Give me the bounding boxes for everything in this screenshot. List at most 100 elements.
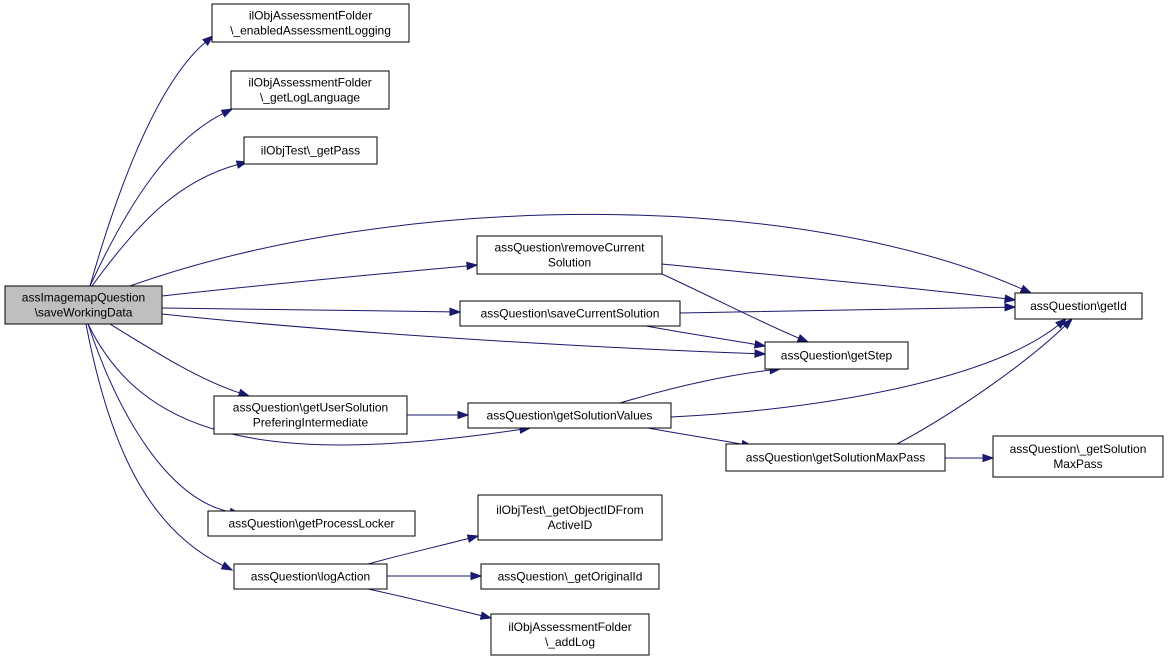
node-label-line: assQuestion\saveCurrentSolution [481, 307, 660, 321]
node-saveCurrentSolution[interactable]: assQuestion\saveCurrentSolution [459, 300, 681, 327]
edge-arrowhead [753, 339, 767, 349]
edge-arrowhead [449, 307, 462, 317]
node-box [490, 613, 650, 656]
node-label-line: assQuestion\logAction [251, 570, 370, 584]
edge-line [161, 307, 452, 313]
edge-line [91, 163, 239, 287]
node-label-line: ilObjAssessmentFolder [249, 9, 372, 23]
node-enabledLogging[interactable]: ilObjAssessmentFolder\_enabledAssessment… [211, 3, 410, 43]
node-label-line: assQuestion\getProcessLocker [228, 517, 394, 531]
edge-arrowhead [1004, 294, 1017, 303]
edge-line [896, 324, 1066, 445]
edge-root-to-getUserSolutionPI [109, 323, 251, 397]
node-label-line: assQuestion\_getOriginalId [498, 570, 643, 584]
node-label-line: \_addLog [545, 635, 595, 649]
edge-line [161, 265, 469, 297]
edge-line [367, 588, 483, 617]
edge-root-to-enabledLogging [89, 35, 215, 287]
edge-removeCurrentSolution-to-getStep [661, 273, 810, 343]
edge-arrowhead [202, 35, 215, 47]
edge-line [85, 323, 225, 567]
edge-line [129, 213, 1023, 290]
edge-logAction-to-getObjectIDFromActiveID [367, 534, 480, 565]
node-label-line: MaxPass [1053, 457, 1102, 471]
node-root[interactable]: assImagemapQuestion\saveWorkingData [4, 285, 163, 325]
edge-root-to-logAction [85, 323, 234, 571]
node-box [211, 3, 410, 43]
edge-saveCurrentSolution-to-getStep [645, 325, 767, 349]
node-getSolutionMaxPass[interactable]: assQuestion\getSolutionMaxPass [725, 443, 946, 472]
edge-logAction-to-addLog [367, 588, 493, 620]
edge-arrowhead [479, 611, 493, 620]
edge-arrowhead [754, 349, 767, 358]
edge-arrowhead [470, 571, 483, 581]
edge-line [679, 306, 1007, 314]
edge-root-to-getPass [91, 160, 249, 287]
edge-arrowhead [796, 333, 810, 343]
edge-root-to-saveCurrentSolution [161, 307, 462, 317]
node-label-line: \saveWorkingData [35, 306, 133, 320]
node-box [477, 494, 663, 541]
edge-arrowhead [220, 561, 234, 571]
node-label-line: Solution [548, 256, 591, 270]
node-box [480, 563, 660, 590]
node-getLogLanguage[interactable]: ilObjAssessmentFolder\_getLogLanguage [230, 70, 390, 110]
edge-arrowhead [220, 108, 234, 118]
node-box [725, 443, 946, 472]
edge-arrowhead [1019, 284, 1033, 294]
node-getSolutionMaxPassStatic[interactable]: assQuestion\_getSolutionMaxPass [992, 435, 1164, 478]
edge-line [367, 537, 470, 565]
node-label-line: ilObjAssessmentFolder [248, 76, 371, 90]
node-label-line: assQuestion\getSolutionValues [487, 409, 653, 423]
node-getStep[interactable]: assQuestion\getStep [764, 341, 909, 370]
node-logAction[interactable]: assQuestion\logAction [233, 563, 388, 590]
node-label-line: \_getLogLanguage [260, 91, 360, 105]
node-box [243, 136, 378, 165]
edge-getSolutionMaxPass-to-getId [896, 317, 1074, 445]
node-box [992, 435, 1164, 478]
node-label-line: ilObjAssessmentFolder [508, 620, 631, 634]
edge-getUserSolutionPI-to-getSolutionValues [407, 410, 470, 420]
edge-line [661, 273, 800, 339]
edge-line [89, 41, 207, 287]
node-getPass[interactable]: ilObjTest\_getPass [243, 136, 378, 165]
edge-line [89, 112, 225, 287]
node-label-line: assQuestion\_getSolution [1010, 442, 1147, 456]
node-box [1014, 292, 1143, 320]
node-box [764, 341, 909, 370]
edge-arrowhead [466, 534, 480, 543]
node-box [4, 285, 163, 325]
edge-getSolutionValues-to-getStep [619, 365, 782, 404]
edge-arrowhead [237, 388, 251, 397]
edge-root-to-removeCurrentSolution [161, 261, 479, 297]
node-label-line: assQuestion\getId [1030, 299, 1127, 313]
node-getUserSolutionPI[interactable]: assQuestion\getUserSolutionPreferingInte… [213, 395, 408, 435]
edge-arrowhead [982, 453, 995, 463]
edges-layer [85, 35, 1074, 620]
edge-removeCurrentSolution-to-getId [661, 263, 1017, 303]
node-box [230, 70, 390, 110]
edge-line [87, 323, 232, 513]
node-getId[interactable]: assQuestion\getId [1014, 292, 1143, 320]
node-label-line: assQuestion\getStep [781, 349, 893, 363]
node-getOriginalId[interactable]: assQuestion\_getOriginalId [480, 563, 660, 590]
node-addLog[interactable]: ilObjAssessmentFolder\_addLog [490, 613, 650, 656]
edge-root-to-getLogLanguage [89, 108, 234, 287]
node-label-line: PreferingIntermediate [253, 416, 369, 430]
node-box [467, 402, 672, 429]
node-label-line: assImagemapQuestion [22, 291, 145, 305]
node-getProcessLocker[interactable]: assQuestion\getProcessLocker [207, 510, 416, 537]
edge-line [645, 325, 757, 345]
node-box [207, 510, 416, 537]
node-label-line: \_enabledAssessmentLogging [230, 24, 391, 38]
edge-logAction-to-getOriginalId [387, 571, 483, 581]
node-box [233, 563, 388, 590]
edge-arrowhead [1061, 317, 1074, 330]
node-getSolutionValues[interactable]: assQuestion\getSolutionValues [467, 402, 672, 429]
edge-line [619, 369, 772, 404]
node-box [459, 300, 681, 327]
node-label-line: ilObjTest\_getObjectIDFrom [496, 503, 643, 517]
